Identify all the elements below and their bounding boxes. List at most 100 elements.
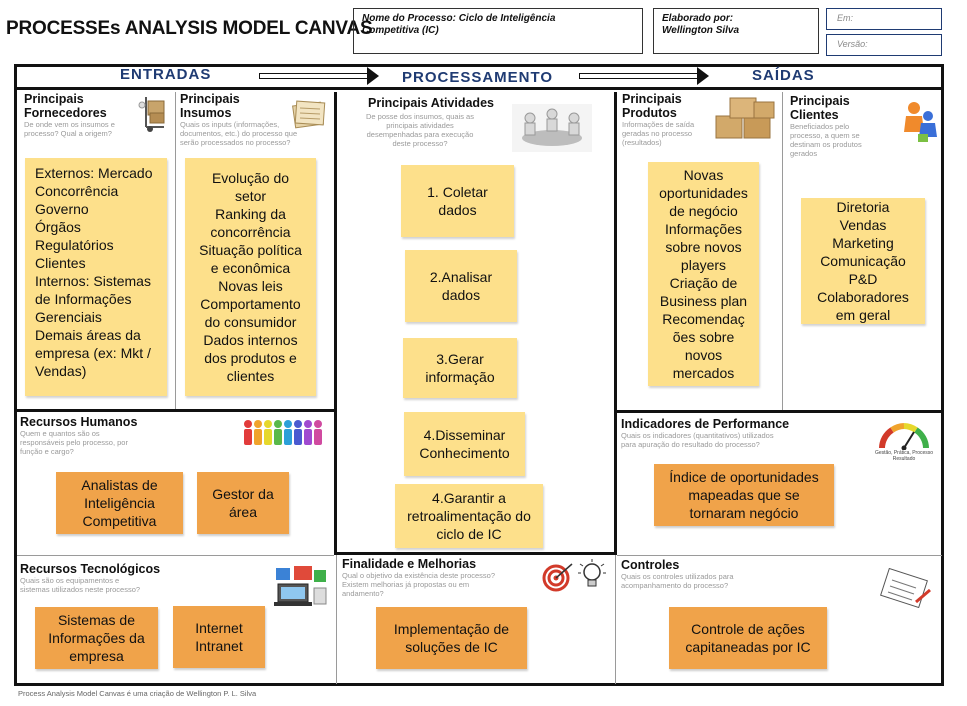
inputs-note-line: concorrência <box>210 224 291 240</box>
human-title: Recursos Humanos <box>20 415 138 429</box>
products-subtitle-line-2: geradas no processo <box>622 129 693 138</box>
products-title-line-2: Produtos <box>622 106 677 120</box>
inputs-note-line: do consumidor <box>204 314 297 330</box>
lightbulb-icon <box>578 559 606 587</box>
documents-stack-icon <box>292 100 326 129</box>
inputs-subtitle-line-2: documentos, etc.) do processo que <box>180 129 298 138</box>
products-note-line: sobre novos <box>665 239 742 255</box>
process-name-box[interactable]: Nome do Processo: Ciclo de Inteligência … <box>353 8 643 54</box>
products-note-line: Novas <box>683 167 724 183</box>
checklist-icon <box>880 568 931 608</box>
suppliers-note-line: de Informações <box>35 291 132 307</box>
activity-step-line: ciclo de IC <box>436 526 502 542</box>
gauge-icon <box>879 423 929 450</box>
target-icon <box>542 563 573 592</box>
activity-step-line: informação <box>425 369 495 385</box>
human-subtitle-line-1: Quem e quantos são os <box>20 429 100 438</box>
tech-resources-section: Recursos Tecnológicos Quais são os equip… <box>20 562 240 594</box>
products-note-line: mercados <box>672 365 735 381</box>
kpi-box-line: Índice de oportunidades <box>669 469 819 485</box>
clients-note-line: Marketing <box>832 235 894 251</box>
tech-subtitle-line-2: sistemas utilizados neste processo? <box>20 585 141 594</box>
hand-truck-icon <box>138 97 165 132</box>
activity-step-4: 4.Disseminar Conhecimento <box>404 412 525 476</box>
footer-credit: Process Analysis Model Canvas é uma cria… <box>18 689 257 698</box>
inputs-note-line: Situação política <box>199 242 302 258</box>
products-note-line: players <box>680 257 727 273</box>
purpose-subtitle-line-1: Qual o objetivo da existência deste proc… <box>342 571 496 580</box>
tech-box-line: Intranet <box>195 638 243 654</box>
purpose-box-line: soluções de IC <box>405 639 498 655</box>
products-note-line: oportunidades <box>659 185 748 201</box>
inputs-note-line: setor <box>234 188 267 204</box>
clients-subtitle-line-4: gerados <box>790 149 818 158</box>
clients-note-line: P&D <box>848 271 878 287</box>
controls-box: Controle de ações capitaneadas por IC <box>669 607 827 669</box>
inputs-note-line: Dados internos <box>203 332 298 348</box>
inputs-note-line: Comportamento <box>200 296 301 312</box>
clients-note-line: Vendas <box>839 217 887 233</box>
products-note-line: ões sobre <box>672 329 735 345</box>
inputs-note-line: dos produtos e <box>204 350 297 366</box>
human-box-line: Inteligência <box>84 495 155 511</box>
canvas-frame <box>14 64 944 686</box>
activity-step-1: 1. Coletar dados <box>401 165 514 237</box>
purpose-subtitle-line-2: Existem melhorias já propostas ou em <box>342 580 470 589</box>
activities-subtitle-line-4: deste processo? <box>392 139 448 148</box>
inputs-subtitle-line-1: Quais os inputs (informações, <box>180 120 280 129</box>
band-outputs: SAÍDAS <box>752 67 815 84</box>
human-box-analysts: Analistas de Inteligência Competitiva <box>56 472 183 534</box>
activities-section: Principais Atividades De posse dos insum… <box>340 96 610 148</box>
tech-box-systems: Sistemas de Informações da empresa <box>35 607 158 669</box>
kpi-box-line: mapeadas que se <box>688 487 800 503</box>
products-subtitle-line-3: (resultados) <box>622 138 662 147</box>
products-note: Novas oportunidades de negócio Informaçõ… <box>648 162 759 386</box>
suppliers-note: Externos: Mercado Concorrência Governo Ó… <box>25 158 167 396</box>
activity-step-line: retroalimentação do <box>407 508 531 524</box>
clients-title-line-2: Clientes <box>790 108 839 122</box>
human-box-manager: Gestor da área <box>197 472 289 534</box>
arrow-right-icon <box>259 67 380 85</box>
activity-step-line: 1. Coletar <box>427 184 488 200</box>
clients-subtitle-line-1: Beneficiados pelo <box>790 122 850 131</box>
suppliers-subtitle-line-1: De onde vem os insumos e <box>24 120 115 129</box>
kpi-subtitle-line-2: para apuração do resultado do processo? <box>621 440 760 449</box>
date-field[interactable]: Em: <box>826 8 942 30</box>
tech-title: Recursos Tecnológicos <box>20 562 161 576</box>
clients-section: Principais Clientes Beneficiados pelo pr… <box>790 94 940 158</box>
process-name-line-2: Competitiva (IC) <box>362 25 439 36</box>
human-box-line: área <box>228 504 258 520</box>
kpi-box: Índice de oportunidades mapeadas que se … <box>654 464 834 526</box>
team-meeting-icon <box>512 104 592 152</box>
suppliers-subtitle-line-2: processo? Qual a origem? <box>24 129 112 138</box>
products-note-line: Criação de <box>669 275 738 291</box>
prepared-by-name: Wellington Silva <box>662 25 740 36</box>
clients-note-line: em geral <box>835 307 891 323</box>
activity-step-line: 3.Gerar <box>436 351 484 367</box>
controls-subtitle-line-2: acompanhamento do processo? <box>621 581 729 590</box>
tech-subtitle-line-1: Quais são os equipamentos e <box>20 576 120 585</box>
human-subtitle-line-2: responsáveis pelo processo, por <box>20 438 128 447</box>
suppliers-note-line: Concorrência <box>35 183 119 199</box>
tech-box-line: empresa <box>69 648 124 664</box>
products-subtitle-line-1: Informações de saída <box>622 120 695 129</box>
purpose-section: Finalidade e Melhorias Qual o objetivo d… <box>342 557 542 598</box>
tech-box-line: Informações da <box>48 630 145 646</box>
activities-subtitle-line-1: De posse dos insumos, quais as <box>366 112 474 121</box>
activity-step-line: dados <box>438 202 477 218</box>
version-field[interactable]: Versão: <box>826 34 942 56</box>
suppliers-title-line-2: Fornecedores <box>24 106 107 120</box>
clients-note-line: Comunicação <box>820 253 906 269</box>
inputs-note-line: Evolução do <box>211 170 290 186</box>
prepared-by-box[interactable]: Elaborado por: Wellington Silva <box>653 8 819 54</box>
activity-step-line: dados <box>441 287 481 303</box>
activity-step-3: 3.Gerar informação <box>403 338 517 398</box>
boxes-icon <box>715 97 775 139</box>
human-box-line: Gestor da <box>212 486 274 502</box>
inputs-note: Evolução do setor Ranking da concorrênci… <box>185 158 316 396</box>
purpose-box-line: Implementação de <box>393 621 510 637</box>
human-resources-section: Recursos Humanos Quem e quantos são os r… <box>20 415 220 456</box>
suppliers-note-line: Gerenciais <box>35 309 102 325</box>
products-note-line: novos <box>684 347 723 363</box>
tech-box-internet: Internet Intranet <box>173 606 265 668</box>
